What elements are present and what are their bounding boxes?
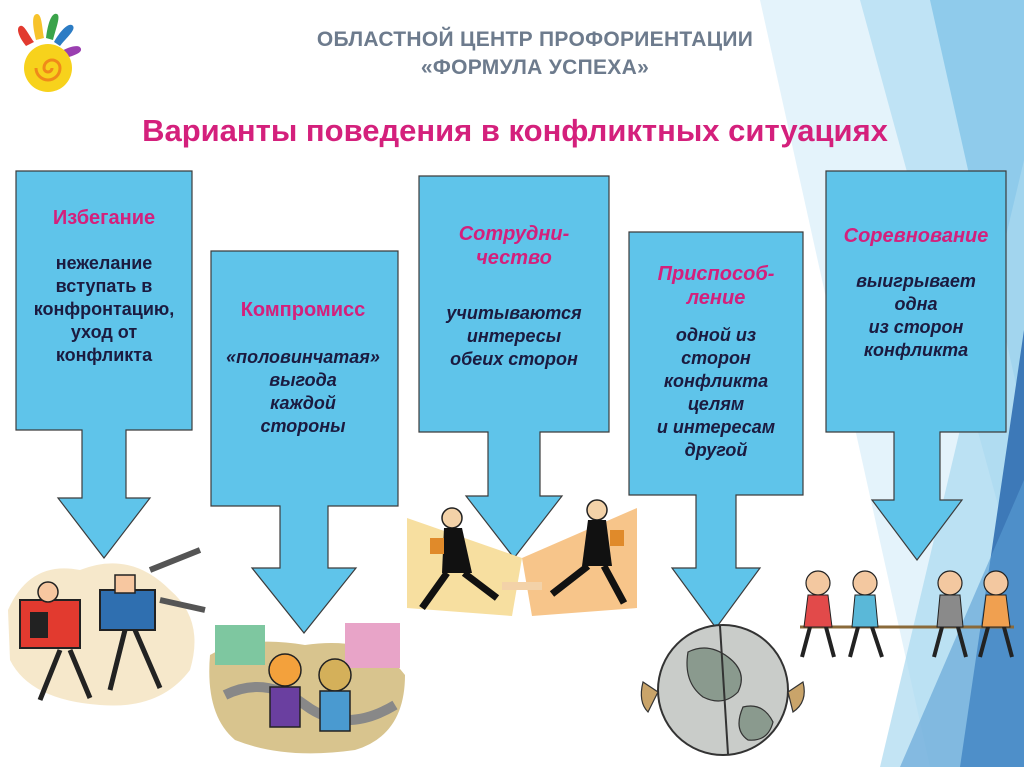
card-competition: Соревнование выигрывает одна из сторон к… — [820, 224, 1012, 362]
card-cooperation-title-2: чество — [476, 247, 552, 269]
avoidance-clipart-image — [8, 547, 206, 706]
card-avoidance-line-5: конфликта — [55, 345, 153, 365]
card-accommodation-line-6: другой — [684, 440, 748, 460]
card-accommodation-title-2: ление — [686, 287, 746, 309]
card-cooperation-line-1: учитываются — [446, 303, 582, 323]
card-accommodation-title-1: Приспособ- — [657, 263, 775, 285]
card-competition-line-1: выигрывает — [856, 271, 976, 291]
card-compromise-line-3: каждой — [270, 393, 336, 413]
card-avoidance-line-2: вступать в — [55, 276, 153, 296]
card-avoidance-line-3: конфронтацию, — [33, 299, 175, 319]
card-accommodation-line-2: сторон — [681, 348, 751, 368]
hand-logo-icon — [18, 13, 82, 92]
compromise-clipart-image — [209, 623, 405, 754]
card-competition-shape — [825, 170, 1007, 561]
card-compromise-line-2: выгода — [269, 370, 337, 390]
page-title: Варианты поведения в конфликтных ситуаци… — [142, 113, 888, 148]
accommodation-globe-image — [640, 624, 805, 756]
card-compromise-shape — [210, 250, 399, 634]
card-accommodation-line-5: и интересам — [656, 417, 776, 437]
card-cooperation-shape — [418, 175, 610, 559]
card-competition-line-3: из сторон — [868, 317, 964, 337]
card-cooperation-line-3: обеих сторон — [450, 349, 578, 369]
organization-name: ОБЛАСТНОЙ ЦЕНТР ПРОФОРИЕНТАЦИИ «ФОРМУЛА … — [230, 26, 840, 82]
card-cooperation: Сотрудни- чество учитываются интересы об… — [419, 222, 609, 371]
org-line-1: ОБЛАСТНОЙ ЦЕНТР ПРОФОРИЕНТАЦИИ — [316, 28, 754, 51]
card-avoidance-shape — [15, 170, 193, 559]
competition-tug-of-war-image — [800, 570, 1014, 658]
card-accommodation: Приспособ- ление одной из сторон конфлик… — [629, 262, 803, 462]
card-avoidance-line-1: нежелание — [55, 253, 153, 273]
card-avoidance: Избегание нежелание вступать в конфронта… — [16, 206, 192, 367]
card-compromise-line-1: «половинчатая» — [226, 347, 380, 367]
org-line-2: «ФОРМУЛА УСПЕХА» — [420, 56, 650, 79]
card-competition-line-2: одна — [894, 294, 938, 314]
card-avoidance-title: Избегание — [52, 207, 156, 229]
card-accommodation-line-1: одной из — [675, 325, 757, 345]
card-compromise-title: Компромисс — [240, 299, 366, 321]
card-accommodation-line-4: целям — [687, 394, 745, 414]
card-cooperation-line-2: интересы — [466, 326, 562, 346]
card-accommodation-shape — [628, 231, 804, 630]
cooperation-clipart-image — [407, 499, 637, 616]
card-competition-title: Соревнование — [843, 225, 989, 247]
card-avoidance-line-4: уход от — [70, 322, 138, 342]
card-compromise: Компромисс «половинчатая» выгода каждой … — [200, 298, 406, 438]
card-compromise-line-4: стороны — [260, 416, 346, 436]
card-accommodation-line-3: конфликта — [663, 371, 769, 391]
card-cooperation-title-1: Сотрудни- — [458, 223, 570, 245]
card-competition-line-4: конфликта — [863, 340, 969, 360]
